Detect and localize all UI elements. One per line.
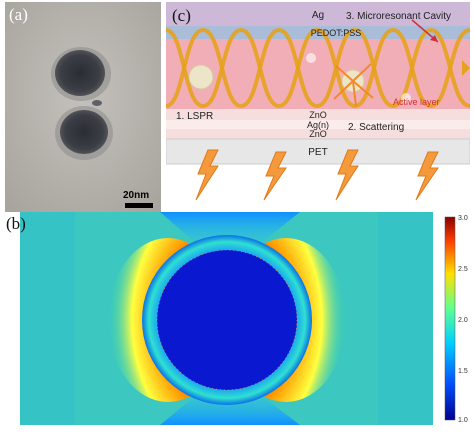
ag-layer xyxy=(166,2,470,26)
lightning-icon xyxy=(263,151,287,201)
lightning-icon xyxy=(195,149,219,201)
lightning-icon xyxy=(335,149,359,201)
panel-a-label: (a) xyxy=(9,5,28,24)
device-schematic: Ag PEDOT:PSS Active layer ZnO Ag(n) ZnO … xyxy=(166,2,470,202)
wave-arrow-head xyxy=(462,60,470,76)
zno-top-label: ZnO xyxy=(309,110,327,120)
colorbar-tick-1.5: 1.5 xyxy=(458,368,468,375)
pet-layer-label: PET xyxy=(308,147,327,158)
tem-image-panel: (a) 20nm xyxy=(5,2,161,212)
light-incident xyxy=(195,149,439,201)
scattering-label: 2. Scattering xyxy=(348,122,404,133)
active-layer-label: Active layer xyxy=(393,97,440,107)
nanoparticle-bottom xyxy=(60,110,108,154)
colorbar-ticks: 3.0 2.5 2.0 1.5 1.0 xyxy=(458,215,468,424)
panel-c-label: (c) xyxy=(172,6,191,25)
wave-line-2 xyxy=(166,27,470,109)
wave-line-1 xyxy=(166,27,470,109)
colorbar-tick-3.0: 3.0 xyxy=(458,215,468,222)
ag-nano-label: Ag(n) xyxy=(307,120,329,130)
pet-layer xyxy=(166,138,470,165)
glow-spot xyxy=(401,93,411,103)
zno-bottom-label: ZnO xyxy=(309,129,327,139)
panel-b-label: (b) xyxy=(6,214,26,233)
scattering-arrows xyxy=(333,63,374,107)
colorbar xyxy=(444,216,456,421)
ag-layer-label: Ag xyxy=(312,10,324,21)
core-region xyxy=(157,250,297,390)
ag-nano-layer xyxy=(166,120,470,129)
cavity-arrow-head xyxy=(430,35,438,42)
colorbar-tick-1.0: 1.0 xyxy=(458,417,468,424)
tem-image xyxy=(5,2,161,212)
cavity-label: 3. Microresonant Cavity xyxy=(346,11,451,22)
colorbar-tick-2.0: 2.0 xyxy=(458,317,468,324)
field-map-panel: 3.0 2.5 2.0 1.5 1.0 (b) xyxy=(0,212,474,429)
pedot-layer-label: PEDOT:PSS xyxy=(311,28,362,38)
scale-bar-label: 20nm xyxy=(123,190,150,201)
zno-top-layer xyxy=(166,109,470,120)
lightning-icon xyxy=(415,151,439,201)
scale-bar xyxy=(125,203,153,208)
colorbar-tick-2.5: 2.5 xyxy=(458,266,468,273)
device-schematic-panel: Ag PEDOT:PSS Active layer ZnO Ag(n) ZnO … xyxy=(166,2,470,202)
lspr-label: 1. LSPR xyxy=(176,111,213,122)
nanoparticle-lspr xyxy=(188,64,214,90)
small-particle xyxy=(92,100,102,106)
zno-bottom-layer xyxy=(166,129,470,139)
nanoparticle-top xyxy=(55,50,105,96)
field-map: 3.0 2.5 2.0 1.5 1.0 xyxy=(20,212,468,425)
glow-spot xyxy=(306,53,316,63)
